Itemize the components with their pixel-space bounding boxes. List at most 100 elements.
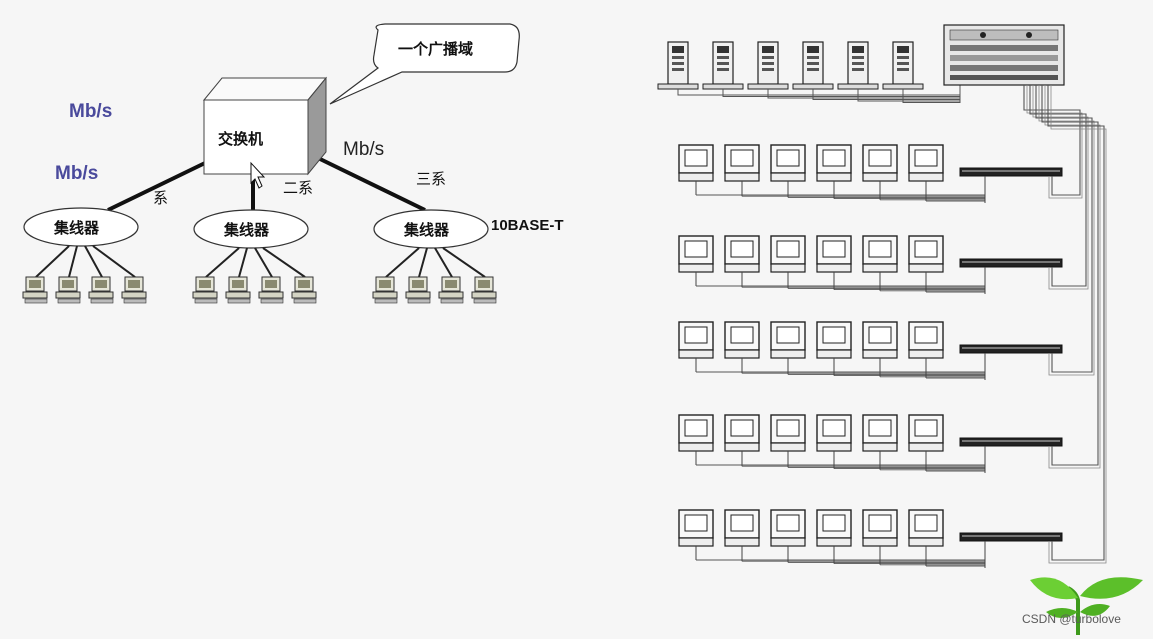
hub-pc-link bbox=[262, 247, 306, 278]
pc-icon bbox=[770, 235, 806, 273]
standard-label: 10BASE-T bbox=[491, 217, 564, 234]
server-icon bbox=[882, 41, 924, 90]
pc-row bbox=[678, 321, 1063, 380]
trunk-cable bbox=[1035, 85, 1093, 373]
pc-icon bbox=[724, 321, 760, 359]
hub-label-1: 集线器 bbox=[54, 219, 100, 237]
pc-icon bbox=[816, 414, 852, 452]
pc-icon bbox=[816, 235, 852, 273]
hub-icon bbox=[959, 437, 1063, 447]
broadcast-callout bbox=[329, 23, 520, 105]
hub-icon bbox=[959, 167, 1063, 177]
hub-icon bbox=[959, 258, 1063, 268]
pc-icon bbox=[678, 235, 714, 273]
pc-icon bbox=[121, 276, 147, 304]
server-icon bbox=[657, 41, 699, 90]
pc-icon bbox=[908, 414, 944, 452]
leaf-icon bbox=[1030, 577, 1143, 635]
right-diagram bbox=[657, 24, 1107, 568]
pc-icon bbox=[678, 509, 714, 547]
callout-text: 一个广播域 bbox=[398, 40, 474, 58]
trunk-cables bbox=[1023, 85, 1107, 564]
link-label-1: 系 bbox=[153, 189, 169, 207]
pc-icon bbox=[770, 144, 806, 182]
pc-icon bbox=[816, 321, 852, 359]
pc-row bbox=[678, 509, 1063, 568]
switch-label: 交换机 bbox=[218, 130, 264, 148]
hub-pc-link bbox=[254, 247, 273, 278]
pc-row bbox=[678, 235, 1063, 294]
pc-icon bbox=[22, 276, 48, 304]
hub-label-2: 集线器 bbox=[224, 221, 270, 239]
pc-icon bbox=[862, 509, 898, 547]
hub-pc-link bbox=[434, 247, 453, 278]
pc-icon bbox=[816, 144, 852, 182]
pc-icon bbox=[678, 321, 714, 359]
pc-icon bbox=[908, 321, 944, 359]
pc-icon bbox=[908, 235, 944, 273]
server-icon bbox=[837, 41, 879, 90]
trunk-cable bbox=[1023, 85, 1081, 196]
pc-icon bbox=[816, 509, 852, 547]
pc-icon bbox=[908, 509, 944, 547]
pc-icon bbox=[405, 276, 431, 304]
watermark: CSDN @turbolove bbox=[1022, 612, 1121, 626]
trunk-cable bbox=[1041, 85, 1099, 466]
pc-icon bbox=[724, 414, 760, 452]
server-icon bbox=[747, 41, 789, 90]
speed-label-top: Mb/s bbox=[69, 101, 113, 122]
patch-panel-icon bbox=[943, 24, 1065, 86]
pc-icon bbox=[724, 235, 760, 273]
link-line-3 bbox=[317, 156, 426, 212]
left-pc-group bbox=[22, 245, 497, 304]
pc-icon bbox=[372, 276, 398, 304]
hub-pc-link bbox=[84, 245, 103, 278]
pc-icon bbox=[55, 276, 81, 304]
hub-pc-link bbox=[35, 245, 70, 278]
pc-icon bbox=[724, 509, 760, 547]
hub-pc-link bbox=[442, 247, 486, 278]
trunk-cable bbox=[1032, 85, 1089, 290]
pc-icon bbox=[88, 276, 114, 304]
pc-row bbox=[678, 414, 1063, 473]
left-diagram bbox=[22, 23, 520, 304]
switch-icon bbox=[202, 76, 328, 176]
cursor-icon bbox=[250, 161, 266, 189]
pc-icon bbox=[862, 144, 898, 182]
server-icon bbox=[702, 41, 744, 90]
pc-icon bbox=[678, 414, 714, 452]
pc-icon bbox=[225, 276, 251, 304]
link-label-3: 三系 bbox=[416, 170, 447, 188]
trunk-cable bbox=[1029, 85, 1087, 287]
hub-pc-link bbox=[68, 245, 78, 278]
trunk-cable bbox=[1044, 85, 1101, 469]
hub-pc-link bbox=[385, 247, 420, 278]
pc-icon bbox=[678, 144, 714, 182]
link-label-2: 二系 bbox=[283, 179, 314, 197]
link-line-1 bbox=[107, 161, 206, 212]
pc-icon bbox=[724, 144, 760, 182]
pc-icon bbox=[192, 276, 218, 304]
hub-ellipse-3 bbox=[373, 209, 489, 249]
pc-icon bbox=[770, 321, 806, 359]
pc-icon bbox=[770, 414, 806, 452]
hub-ellipse-2 bbox=[193, 209, 309, 249]
pc-row bbox=[678, 144, 1063, 203]
pc-icon bbox=[862, 414, 898, 452]
trunk-cable bbox=[1048, 85, 1107, 564]
trunk-cable bbox=[1026, 85, 1083, 199]
pc-icon bbox=[438, 276, 464, 304]
trunk-cable bbox=[1038, 85, 1095, 376]
server-cable bbox=[902, 84, 961, 103]
pc-icon bbox=[908, 144, 944, 182]
pc-icon bbox=[471, 276, 497, 304]
speed-label-mid: Mb/s bbox=[55, 163, 99, 184]
pc-icon bbox=[862, 235, 898, 273]
server-group bbox=[657, 41, 961, 103]
hub-icon bbox=[959, 532, 1063, 542]
server-icon bbox=[792, 41, 834, 90]
hub-pc-link bbox=[238, 247, 248, 278]
hub-label-3: 集线器 bbox=[404, 221, 450, 239]
hub-icon bbox=[959, 344, 1063, 354]
